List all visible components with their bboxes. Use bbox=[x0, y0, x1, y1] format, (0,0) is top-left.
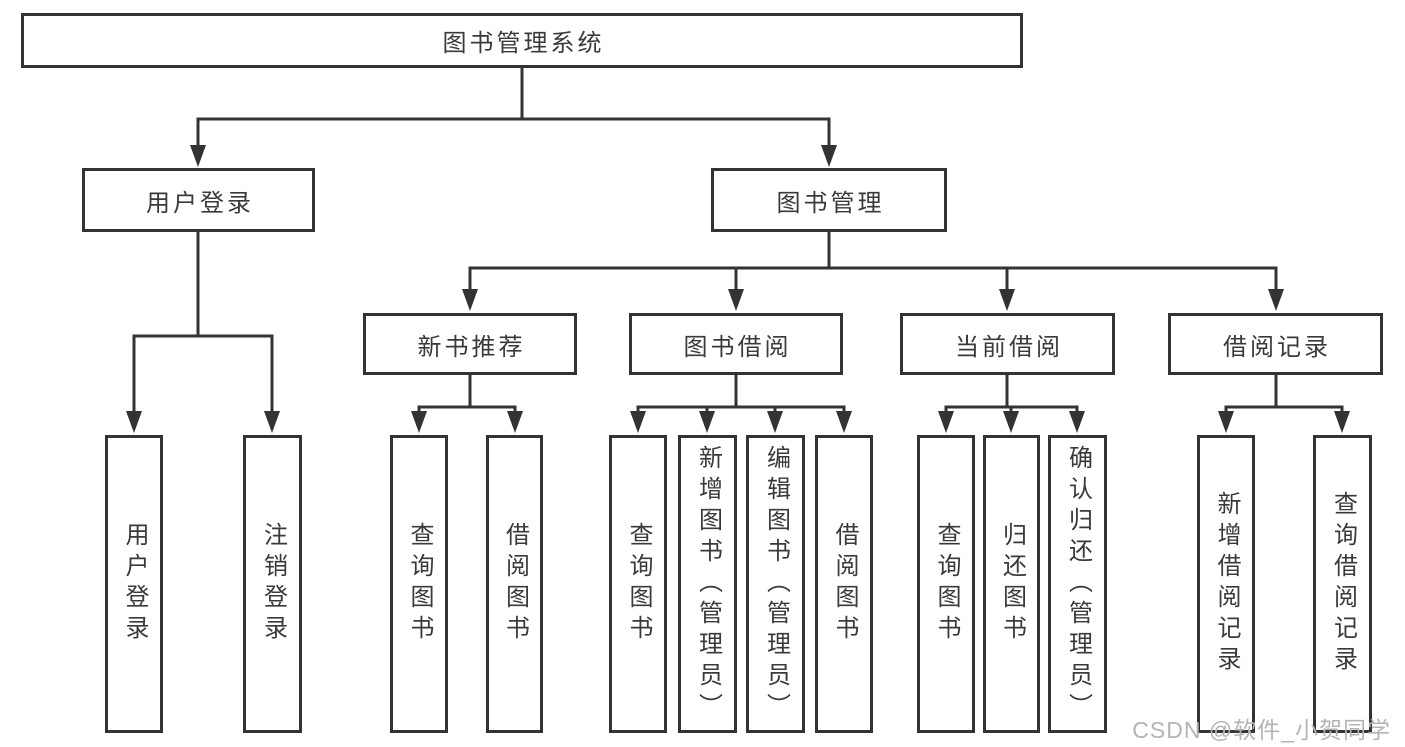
arrow-down-icon bbox=[630, 411, 646, 433]
arrow-down-icon bbox=[462, 289, 478, 311]
leaf-label: 归还图书 bbox=[998, 522, 1026, 646]
leaf-label: 新增借阅记录 bbox=[1213, 491, 1240, 677]
arrow-down-icon bbox=[1003, 411, 1019, 433]
arrow-down-icon bbox=[507, 411, 523, 433]
arrow-down-icon bbox=[1268, 289, 1284, 311]
connector-stems bbox=[132, 68, 1344, 412]
leaf-label: 查询图书 bbox=[933, 522, 960, 646]
watermark: CSDN @软件_小贺同学 bbox=[1132, 717, 1391, 743]
arrow-down-icon bbox=[1218, 411, 1234, 433]
node-root-system: 图书管理系统 bbox=[21, 13, 1023, 68]
leaf-label: 借阅图书 bbox=[501, 522, 529, 646]
leaf-label: 确认归还（管理员） bbox=[1064, 444, 1092, 724]
node-user-login: 用户登录 bbox=[82, 168, 315, 232]
leaf-current-query-books: 查询图书 bbox=[917, 435, 975, 733]
leaf-borrowing-add-books-admin: 新增图书（管理员） bbox=[678, 435, 737, 733]
leaf-newbooks-borrow-books: 借阅图书 bbox=[486, 435, 543, 733]
leaf-logout: 注销登录 bbox=[243, 435, 302, 733]
leaf-label: 用户登录 bbox=[121, 522, 148, 646]
leaf-label: 注销登录 bbox=[259, 522, 287, 646]
leaf-label: 查询图书 bbox=[406, 522, 433, 646]
node-label: 借阅记录 bbox=[1223, 333, 1331, 361]
leaf-records-query-record: 查询借阅记录 bbox=[1313, 435, 1372, 733]
node-label: 图书借阅 bbox=[683, 333, 792, 361]
arrow-down-icon bbox=[1069, 411, 1085, 433]
arrow-down-icon bbox=[938, 411, 954, 433]
arrow-down-icon bbox=[411, 411, 427, 433]
leaf-current-confirm-return-admin: 确认归还（管理员） bbox=[1048, 435, 1107, 733]
arrow-down-icon bbox=[999, 289, 1015, 311]
arrow-down-icon bbox=[767, 411, 783, 433]
leaf-label: 借阅图书 bbox=[831, 522, 858, 646]
arrow-down-icon bbox=[821, 145, 837, 167]
node-label: 用户登录 bbox=[146, 189, 254, 217]
node-book-borrowing: 图书借阅 bbox=[629, 313, 843, 375]
arrow-down-icon bbox=[126, 411, 142, 433]
leaf-user-login: 用户登录 bbox=[105, 435, 163, 733]
leaf-newbooks-query-books: 查询图书 bbox=[390, 435, 448, 733]
leaf-label: 查询借阅记录 bbox=[1329, 491, 1357, 677]
node-root-label: 图书管理系统 bbox=[442, 30, 605, 57]
leaf-label: 查询图书 bbox=[625, 522, 652, 646]
node-label: 新书推荐 bbox=[417, 333, 526, 361]
arrow-down-icon bbox=[1334, 411, 1350, 433]
leaf-borrowing-query-books: 查询图书 bbox=[609, 435, 667, 733]
arrowhead-icons bbox=[126, 145, 1350, 433]
leaf-borrowing-edit-books-admin: 编辑图书（管理员） bbox=[746, 435, 805, 733]
node-label: 当前借阅 bbox=[955, 333, 1063, 361]
node-borrowing-records: 借阅记录 bbox=[1168, 313, 1383, 375]
node-label: 图书管理 bbox=[776, 189, 885, 217]
node-new-book-recommend: 新书推荐 bbox=[363, 313, 577, 375]
leaf-label: 编辑图书（管理员） bbox=[762, 444, 790, 724]
arrow-down-icon bbox=[836, 411, 852, 433]
leaf-current-return-books: 归还图书 bbox=[983, 435, 1040, 733]
arrow-down-icon bbox=[264, 411, 280, 433]
node-current-borrowing: 当前借阅 bbox=[900, 313, 1115, 375]
arrow-down-icon bbox=[699, 411, 715, 433]
arrow-down-icon bbox=[728, 289, 744, 311]
leaf-label: 新增图书（管理员） bbox=[694, 444, 722, 724]
leaf-borrowing-borrow-books: 借阅图书 bbox=[815, 435, 873, 733]
leaf-records-add-record: 新增借阅记录 bbox=[1197, 435, 1255, 733]
arrow-down-icon bbox=[190, 145, 206, 167]
node-book-management: 图书管理 bbox=[711, 168, 947, 232]
